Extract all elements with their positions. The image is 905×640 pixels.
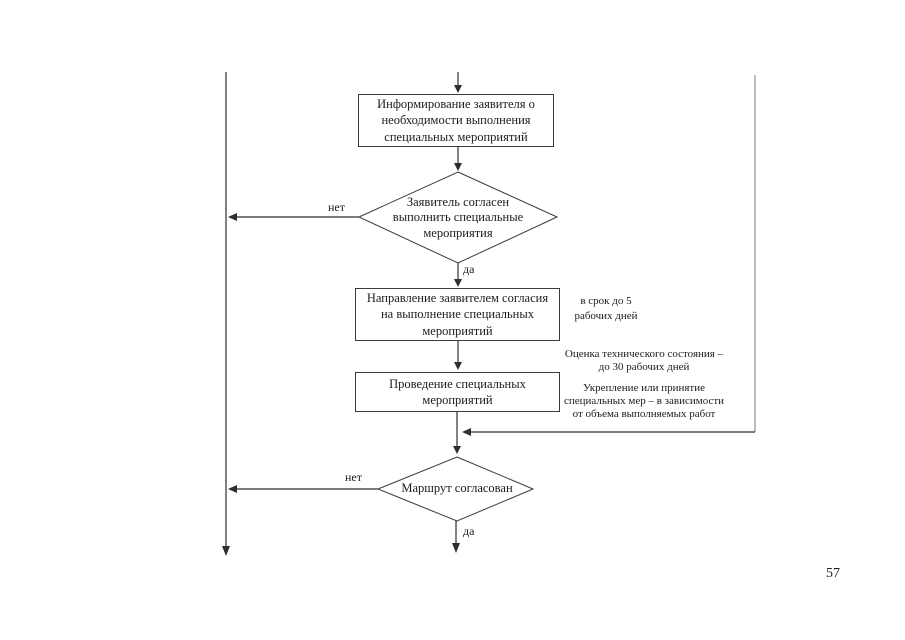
annotation-deadline: в срок до 5 рабочих дней — [574, 295, 638, 322]
edge-right-feedback — [462, 428, 755, 436]
edge-agrees-yes — [454, 263, 462, 287]
edge-agrees-no — [228, 213, 359, 221]
edge-label-no-1: нет — [328, 200, 345, 214]
edge-route-no — [228, 485, 378, 493]
edge-carryout-to-route — [453, 412, 461, 454]
page-number: 57 — [826, 566, 840, 581]
decision-applicant-agrees-label: Заявитель согласен выполнить специальные… — [392, 194, 524, 240]
decision-route-agreed-label: Маршрут согласован — [401, 481, 513, 496]
edge-label-yes-2: да — [463, 524, 475, 538]
edge-consent-to-carryout — [454, 341, 462, 370]
process-carry-out: Проведение специальных мероприятий — [355, 372, 560, 412]
edge-label-no-2: нет — [345, 470, 362, 484]
edge-inform-to-agrees — [454, 147, 462, 171]
process-consent-sent: Направление заявителем согласия на выпол… — [355, 288, 560, 341]
edge-route-yes — [452, 521, 460, 553]
decision-applicant-agrees-shape — [357, 171, 559, 264]
edge-label-yes-1: да — [463, 262, 475, 276]
process-inform-applicant: Информирование заявителя о необходимости… — [358, 94, 554, 147]
edge-left-bypass — [222, 72, 230, 556]
decision-route-agreed-shape — [376, 456, 535, 522]
annotation-assessment: Оценка технического состояния – до 30 ра… — [564, 348, 724, 373]
edge-entry — [454, 72, 462, 93]
annotation-reinforcement: Укрепление или принятие специальных мер … — [563, 382, 725, 420]
